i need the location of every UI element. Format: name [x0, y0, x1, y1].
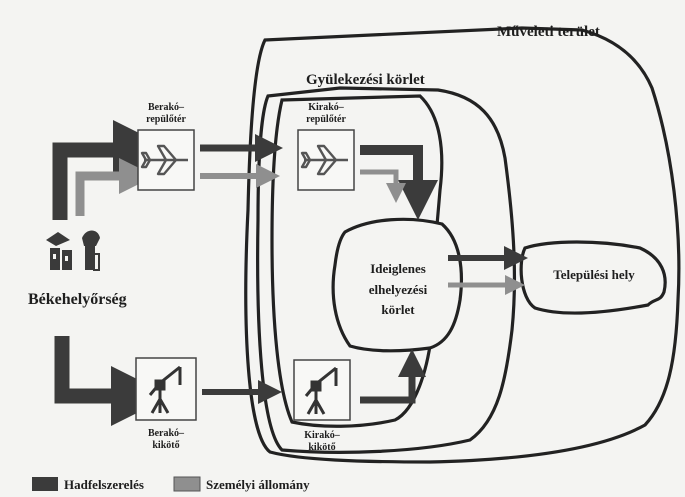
building-icon [46, 230, 100, 271]
temporary-area-label-1: Ideiglenes [370, 261, 426, 276]
disembark-airport-label-1: Kirakó– [308, 102, 345, 113]
home-garrison-label: Békehelyőrség [28, 291, 127, 308]
embark-port-label-2: kikötő [152, 440, 179, 451]
assembly-area-boundary [256, 86, 517, 454]
crane-icon [148, 365, 182, 414]
crane-icon [304, 366, 338, 415]
inner-area-boundary [270, 94, 444, 428]
legend-equipment-swatch [32, 477, 58, 491]
embark-airport-label-2: repülőtér [146, 114, 186, 125]
legend-personnel-swatch [173, 476, 201, 492]
flow-arrow-personnel-to-temporary [360, 169, 406, 203]
embark-airport-label-1: Berakó– [148, 102, 185, 113]
flow-arrow-equipment-port-to-temporary [360, 349, 426, 404]
disembark-port-label-1: Kirakó– [304, 430, 341, 441]
disembark-airport-label-2: repülőtér [306, 114, 346, 125]
operational-area-boundary [244, 26, 681, 464]
assembly-area-label: Gyülekezési körlet [306, 72, 425, 88]
flow-arrow-personnel-to-air [75, 158, 155, 216]
disembark-port-label-2: kikötő [308, 442, 335, 453]
airplane-icon [300, 144, 348, 176]
flow-arrow-equipment-to-temporary [360, 145, 438, 220]
flow-arrow-equipment-to-port [54, 336, 171, 426]
operational-area-label: Műveleti terület [497, 24, 600, 40]
embark-port-label-1: Berakó– [148, 428, 185, 439]
settlement-area-boundary [519, 240, 667, 315]
legend-equipment-label: Hadfelszerelés [64, 477, 144, 492]
flow-arrow-equipment-to-air [52, 120, 173, 220]
settlement-label: Települési hely [553, 267, 635, 282]
temporary-area-boundary [331, 217, 463, 353]
legend-personnel-label: Személyi állomány [206, 477, 310, 492]
temporary-area-label-3: körlet [381, 302, 415, 317]
temporary-area-label-2: elhelyezési [369, 282, 428, 297]
airplane-icon [140, 144, 188, 176]
